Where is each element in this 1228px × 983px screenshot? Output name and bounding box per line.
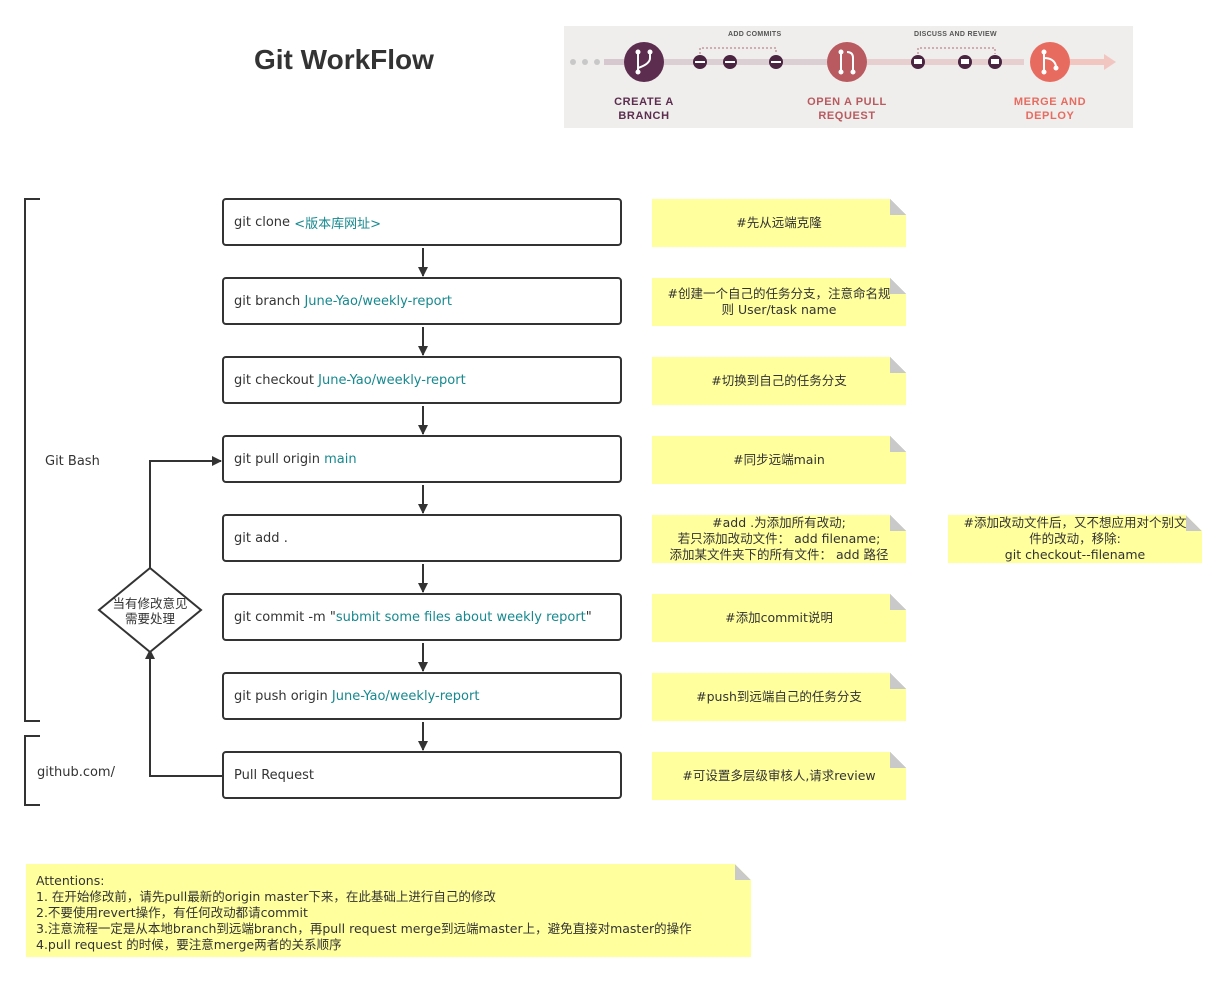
feedback-arrow-up xyxy=(145,649,222,777)
step-git-checkout: git checkout June-Yao/weekly-report xyxy=(222,356,622,404)
track-segment xyxy=(664,59,829,65)
commit-dot-icon xyxy=(693,55,707,69)
decision-label: 当有修改意见需要处理 xyxy=(112,596,188,626)
add-commits-bracket xyxy=(699,47,777,54)
start-dot-icon xyxy=(594,59,600,65)
merge-deploy-icon xyxy=(1030,42,1070,82)
commit-dot-icon xyxy=(723,55,737,69)
note-pull: #同步远端main xyxy=(652,436,906,484)
discuss-dot-icon xyxy=(958,55,972,69)
discuss-bracket xyxy=(917,47,996,54)
github-bracket xyxy=(24,735,40,806)
step-git-branch: git branch June-Yao/weekly-report xyxy=(222,277,622,325)
commit-dot-icon xyxy=(769,55,783,69)
git-bash-bracket xyxy=(24,198,40,722)
github-label: github.com/ xyxy=(37,765,115,780)
add-commits-label: ADD COMMITS xyxy=(728,31,782,38)
note-checkout: #切换到自己的任务分支 xyxy=(652,357,906,405)
attention-heading: Attentions: xyxy=(36,873,105,888)
diagram-title-text: Git WorkFlow xyxy=(254,44,434,75)
attention-item: 1. 在开始修改前，请先pull最新的origin master下来，在此基础上… xyxy=(36,889,496,904)
attention-note: Attentions: 1. 在开始修改前，请先pull最新的origin ma… xyxy=(26,864,751,957)
track-arrow-icon xyxy=(1104,54,1116,70)
note-push: #push到远端自己的任务分支 xyxy=(652,673,906,721)
note-add: #add .为添加所有改动; 若只添加改动文件： add filename; 添… xyxy=(652,515,906,563)
attention-item: 4.pull request 的时候，要注意merge两者的关系顺序 xyxy=(36,937,342,952)
discuss-dot-icon xyxy=(911,55,925,69)
step-git-clone: git clone <版本库网址> xyxy=(222,198,622,246)
attention-item: 2.不要使用revert操作，有任何改动都请commit xyxy=(36,905,308,920)
step-git-commit: git commit -m "submit some files about w… xyxy=(222,593,622,641)
note-branch: #创建一个自己的任务分支，注意命名规 则 User/task name xyxy=(652,278,906,326)
discuss-dot-icon xyxy=(988,55,1002,69)
track-segment xyxy=(864,59,1024,65)
pull-request-icon xyxy=(827,42,867,82)
note-commit: #添加commit说明 xyxy=(652,594,906,642)
workflow-banner-graphic xyxy=(570,42,1116,82)
feedback-arrow-to-pull xyxy=(149,456,222,568)
note-clone: #先从远端克隆 xyxy=(652,199,906,247)
create-branch-icon xyxy=(624,42,664,82)
start-dot-icon xyxy=(570,59,576,65)
decision-diamond xyxy=(97,566,203,654)
note-add-remove: #添加改动文件后，又不想应用对个别文 件的改动，移除: git checkout… xyxy=(948,515,1202,563)
attention-item: 3.注意流程一定是从本地branch到远端branch，再pull reques… xyxy=(36,921,692,936)
note-pull-request: #可设置多层级审核人,请求review xyxy=(652,752,906,800)
step-git-add: git add . xyxy=(222,514,622,562)
track-segment xyxy=(1064,59,1104,65)
discuss-review-label: DISCUSS AND REVIEW xyxy=(914,31,997,38)
start-dot-icon xyxy=(582,59,588,65)
step-pull-request: Pull Request xyxy=(222,751,622,799)
step-git-pull: git pull origin main xyxy=(222,435,622,483)
step-git-push: git push origin June-Yao/weekly-report xyxy=(222,672,622,720)
git-bash-label: Git Bash xyxy=(45,454,100,469)
